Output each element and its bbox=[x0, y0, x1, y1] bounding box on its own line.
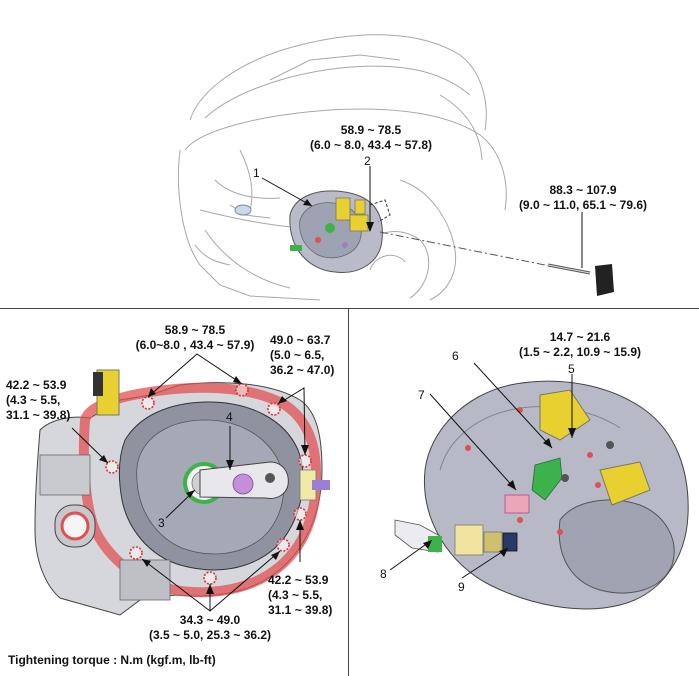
torque-label-left-top-right: 49.0 ~ 63.7 (5.0 ~ 6.5, 36.2 ~ 47.0) bbox=[270, 333, 334, 378]
torque-label-left-side: 42.2 ~ 53.9 (4.3 ~ 5.5, 31.1 ~ 39.8) bbox=[6, 378, 70, 423]
left-bolt-markers bbox=[105, 383, 312, 585]
torque-value-lbft: 36.2 ~ 47.0) bbox=[270, 363, 335, 377]
torque-value-nm: 14.7 ~ 21.6 bbox=[549, 330, 611, 344]
torque-label-left-top: 58.9 ~ 78.5 (6.0~8.0 , 43.4 ~ 57.9) bbox=[120, 323, 270, 353]
torque-label-right-side: 42.2 ~ 53.9 (4.3 ~ 5.5, 31.1 ~ 39.8) bbox=[268, 573, 332, 618]
arrowheads-right bbox=[423, 428, 576, 557]
arrowheads-top bbox=[303, 199, 374, 232]
callout-4: 4 bbox=[226, 410, 233, 424]
torque-value-alt: (1.5 ~ 2.2, 10.9 ~ 15.9) bbox=[518, 345, 642, 359]
torque-value-lbft: 31.1 ~ 39.8) bbox=[268, 603, 333, 617]
torque-value-alt: (5.0 ~ 6.5, bbox=[270, 348, 325, 362]
callout-5: 5 bbox=[568, 362, 575, 376]
torque-label-top-right: 88.3 ~ 107.9 (9.0 ~ 11.0, 65.1 ~ 79.6) bbox=[508, 183, 658, 213]
callout-7: 7 bbox=[418, 388, 425, 402]
right-leader-lines bbox=[389, 362, 573, 579]
left-transmission-housing bbox=[34, 369, 330, 616]
callout-9: 9 bbox=[458, 580, 465, 594]
torque-value-nm: 58.9 ~ 78.5 bbox=[340, 123, 402, 137]
torque-value-alt: (4.3 ~ 5.5, bbox=[6, 393, 61, 407]
torque-value-nm: 58.9 ~ 78.5 bbox=[164, 323, 226, 337]
callout-8: 8 bbox=[380, 567, 387, 581]
torque-value-alt: (9.0 ~ 11.0, 65.1 ~ 79.6) bbox=[518, 198, 648, 212]
bolt-top-right bbox=[547, 263, 614, 296]
callout-1: 1 bbox=[253, 166, 260, 180]
torque-label-right-top: 14.7 ~ 21.6 (1.5 ~ 2.2, 10.9 ~ 15.9) bbox=[505, 330, 655, 360]
torque-value-alt: (6.0 ~ 8.0, 43.4 ~ 57.8) bbox=[309, 138, 433, 152]
panel-dividers bbox=[0, 308, 699, 676]
torque-value-nm: 49.0 ~ 63.7 bbox=[270, 333, 331, 347]
callout-6: 6 bbox=[452, 349, 459, 363]
right-transmission-housing bbox=[394, 380, 689, 610]
torque-label-top-center: 58.9 ~ 78.5 (6.0 ~ 8.0, 43.4 ~ 57.8) bbox=[296, 123, 446, 153]
torque-units-caption: Tightening torque : N.m (kgf.m, lb-ft) bbox=[8, 653, 216, 667]
brand-emblem bbox=[234, 204, 252, 216]
torque-value-nm: 42.2 ~ 53.9 bbox=[268, 573, 329, 587]
torque-value-lbft: 31.1 ~ 39.8) bbox=[6, 408, 71, 422]
torque-value-nm: 42.2 ~ 53.9 bbox=[6, 378, 67, 392]
arrowheads-left bbox=[99, 376, 309, 594]
torque-value-nm: 34.3 ~ 49.0 bbox=[179, 613, 241, 627]
transmission-top-assembly bbox=[289, 190, 391, 273]
callout-2: 2 bbox=[364, 154, 371, 168]
top-leader-lines bbox=[261, 166, 583, 269]
torque-label-bottom: 34.3 ~ 49.0 (3.5 ~ 5.0, 25.3 ~ 36.2) bbox=[135, 613, 285, 643]
callout-3: 3 bbox=[158, 516, 165, 530]
torque-value-nm: 88.3 ~ 107.9 bbox=[549, 183, 617, 197]
torque-value-alt: (6.0~8.0 , 43.4 ~ 57.9) bbox=[135, 338, 255, 352]
torque-value-alt: (4.3 ~ 5.5, bbox=[268, 588, 323, 602]
torque-value-alt: (3.5 ~ 5.0, 25.3 ~ 36.2) bbox=[148, 628, 272, 642]
